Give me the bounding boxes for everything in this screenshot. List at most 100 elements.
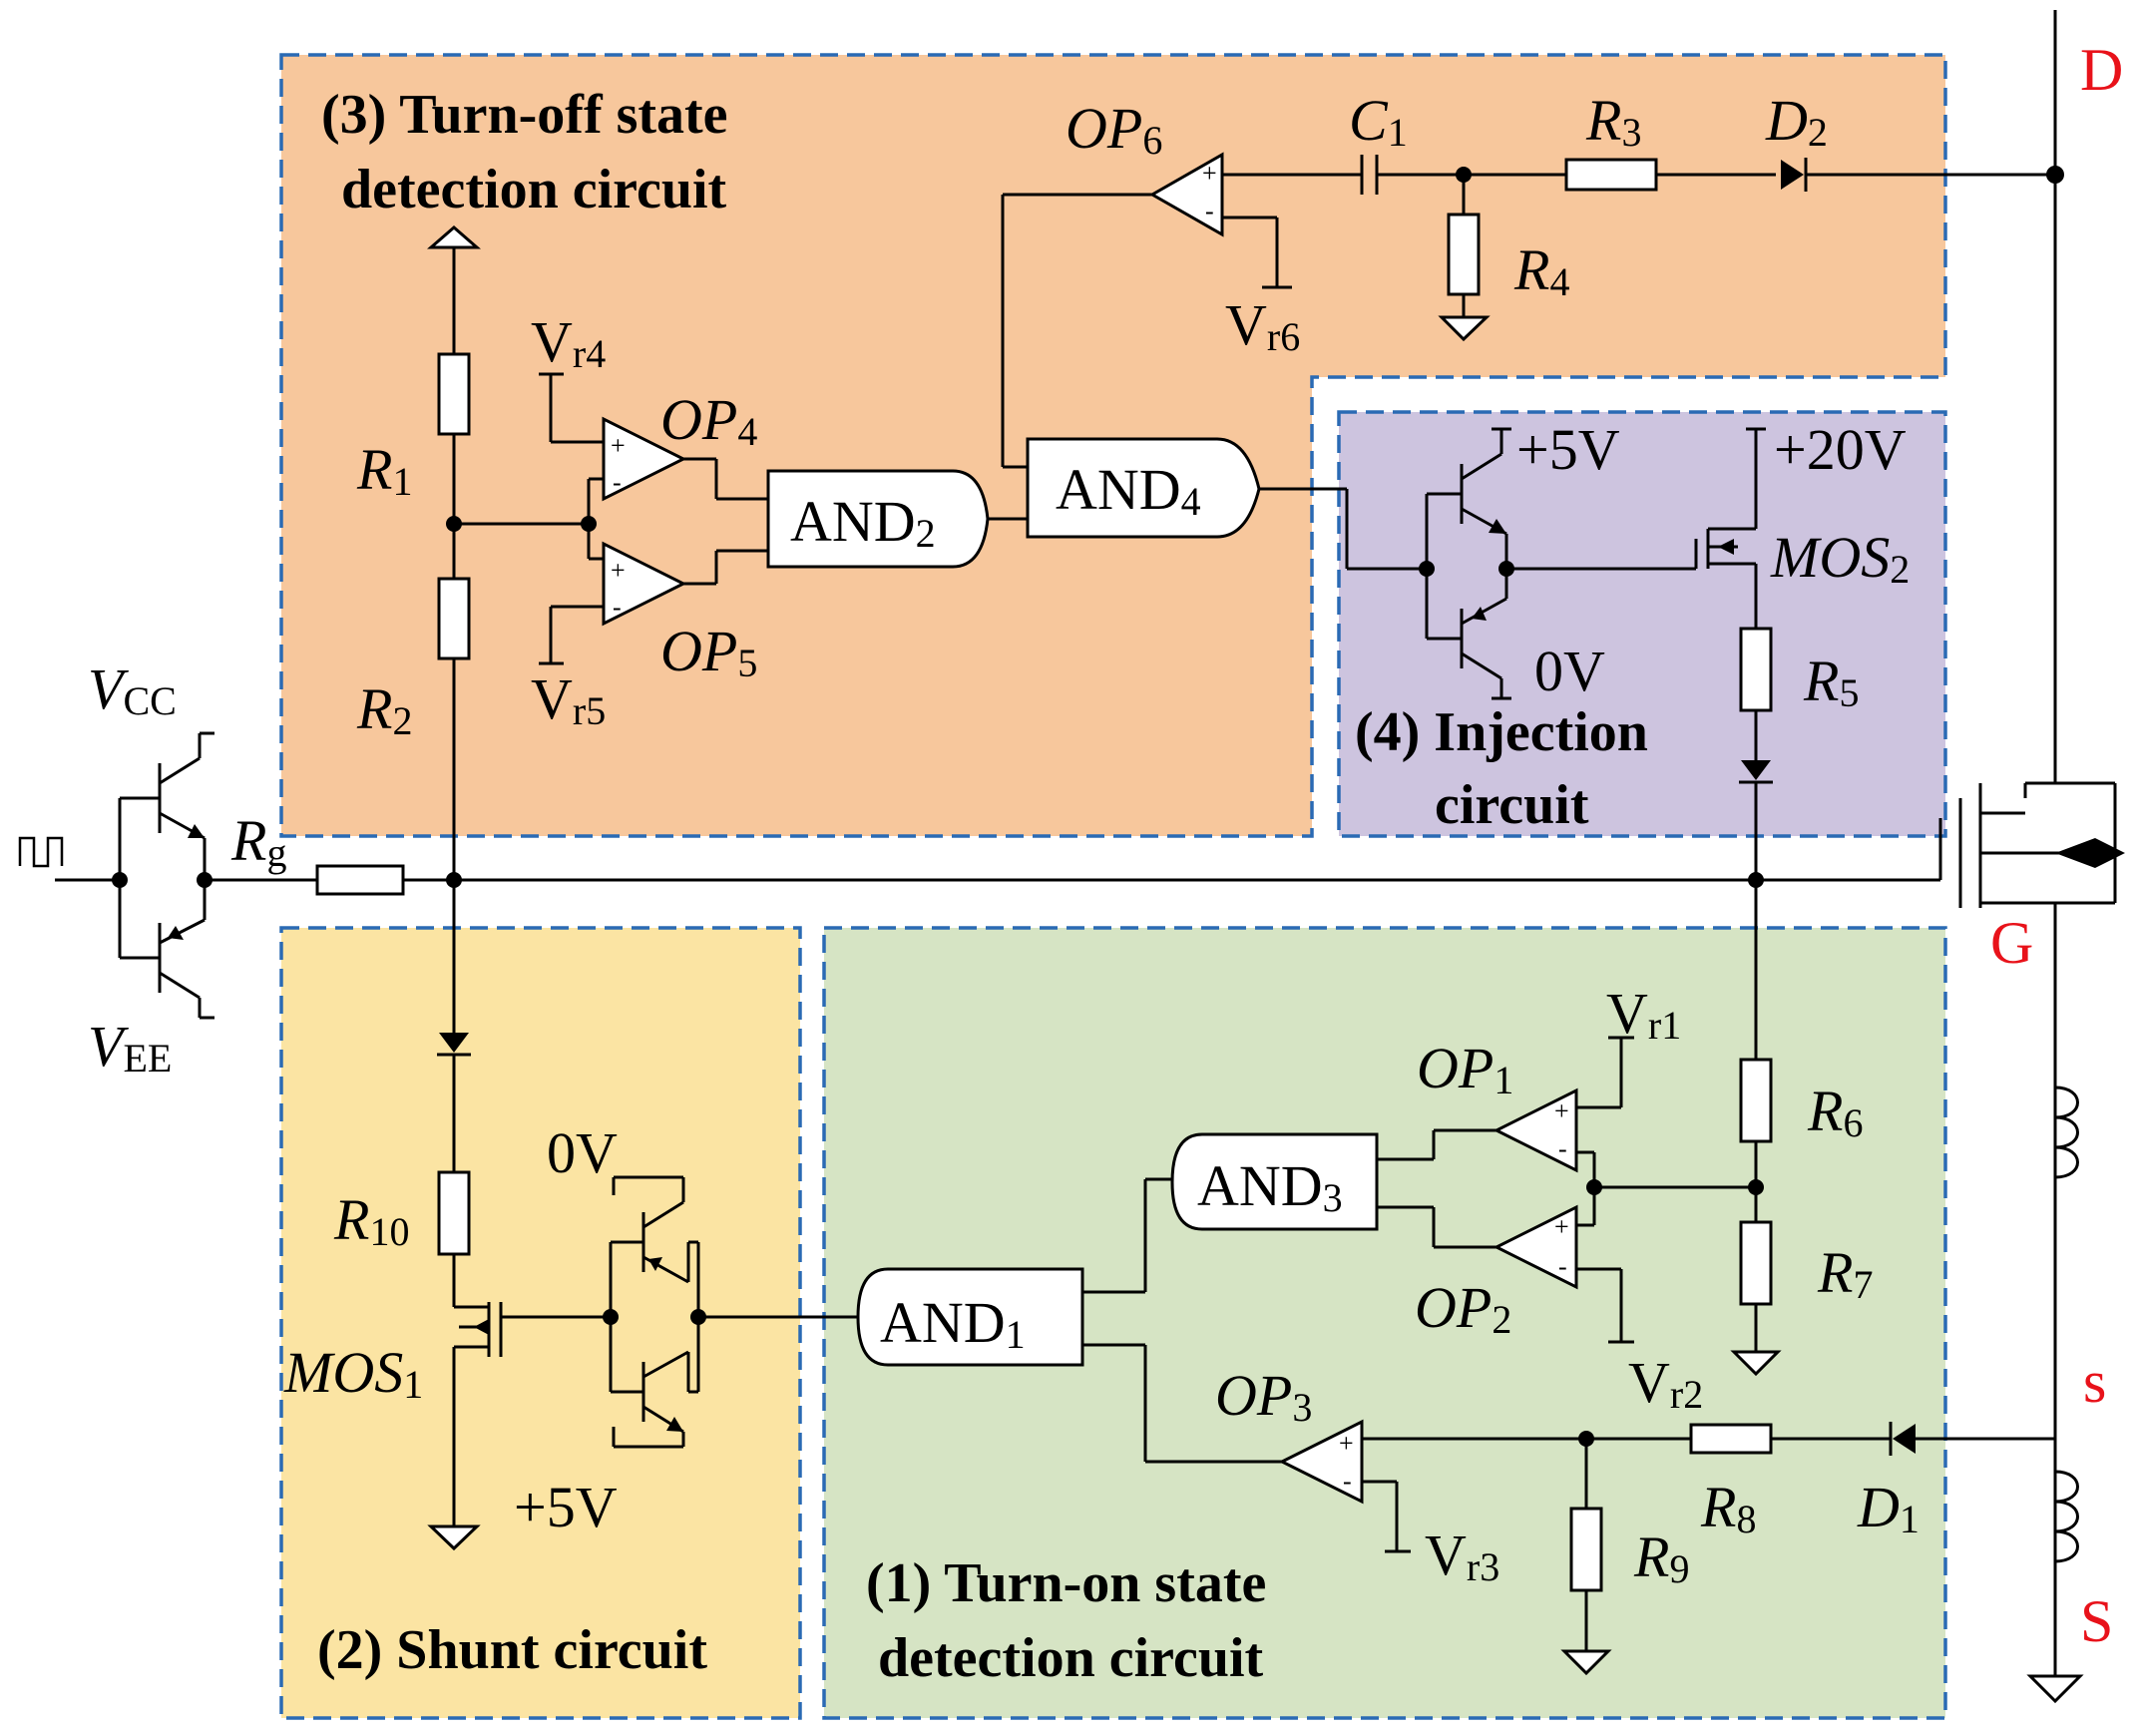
svg-text:-: - bbox=[1343, 1467, 1352, 1496]
svg-text:+: + bbox=[1554, 1212, 1569, 1241]
diode-d2 bbox=[1781, 160, 1804, 190]
plus20v-label: +20V bbox=[1774, 417, 1907, 482]
r7-label: R7 bbox=[1817, 1240, 1873, 1307]
resistor-r4 bbox=[1447, 213, 1481, 296]
r9-label: R9 bbox=[1633, 1524, 1689, 1591]
resistor-r5 bbox=[1739, 627, 1773, 712]
mos1-label: MOS1 bbox=[283, 1340, 423, 1407]
diode-d1 bbox=[1893, 1424, 1916, 1454]
r3-label: R3 bbox=[1585, 88, 1641, 155]
region-backgrounds bbox=[279, 53, 1947, 1720]
resistor-r2 bbox=[437, 577, 471, 660]
and-gate-and4 bbox=[1026, 437, 1261, 539]
shunt-title: (2) Shunt circuit bbox=[317, 1619, 707, 1681]
turn-off-title-line1: (3) Turn-off state bbox=[321, 84, 728, 146]
op4-label: OP4 bbox=[660, 387, 757, 454]
region-titles: (3) Turn-off state detection circuit (4)… bbox=[317, 84, 1648, 1689]
and1-label: AND1 bbox=[880, 1290, 1026, 1357]
r1-label: R1 bbox=[356, 437, 412, 504]
inductor-upper bbox=[2054, 1085, 2079, 1179]
d1-label: D1 bbox=[1857, 1475, 1920, 1541]
resistor-r1 bbox=[437, 352, 471, 436]
plus5v-shunt-label: +5V bbox=[514, 1475, 618, 1539]
resistor-rg bbox=[315, 864, 405, 896]
and3-label: AND3 bbox=[1197, 1153, 1343, 1220]
op1-label: OP1 bbox=[1417, 1036, 1513, 1102]
terminal-g: G bbox=[1990, 910, 2033, 976]
gate-bus: Rg bbox=[205, 808, 1942, 896]
terminal-d: D bbox=[2080, 37, 2123, 103]
and-gate-and1 bbox=[856, 1267, 1084, 1367]
vr3-label: Vr3 bbox=[1425, 1522, 1499, 1589]
turn-on-title-line2: detection circuit bbox=[878, 1627, 1264, 1689]
opamp-op4 bbox=[602, 416, 687, 502]
resistor-r9 bbox=[1569, 1507, 1603, 1592]
vr4-label: Vr4 bbox=[531, 309, 606, 376]
svg-text:+: + bbox=[1202, 159, 1217, 188]
terminal-s-kelvin: s bbox=[2083, 1349, 2106, 1415]
mos2-label: MOS2 bbox=[1770, 525, 1910, 592]
svg-text:+: + bbox=[611, 556, 626, 585]
resistor-r7 bbox=[1739, 1220, 1773, 1306]
turn-off-detection-circuit: R1 R2 + - Vr4 OP4 + - Vr5 OP5 AND2 bbox=[356, 88, 2055, 880]
svg-text:-: - bbox=[1205, 197, 1214, 225]
r10-label: R10 bbox=[333, 1187, 409, 1254]
zero-v-shunt-label: 0V bbox=[547, 1120, 618, 1185]
inductor-lower bbox=[2054, 1470, 2079, 1563]
op2-label: OP2 bbox=[1415, 1275, 1511, 1342]
opamp-op5 bbox=[602, 541, 687, 627]
shunt-region bbox=[279, 926, 802, 1720]
and4-label: AND4 bbox=[1056, 457, 1201, 524]
power-mosfet bbox=[1938, 10, 2125, 1704]
opamp-op1 bbox=[1493, 1087, 1578, 1173]
turn-off-title-line2: detection circuit bbox=[341, 159, 727, 220]
op3-label: OP3 bbox=[1215, 1363, 1312, 1430]
svg-text:+: + bbox=[1339, 1429, 1354, 1458]
vr5-label: Vr5 bbox=[531, 666, 606, 733]
injection-title-line1: (4) Injection bbox=[1355, 701, 1648, 763]
resistor-r3 bbox=[1564, 158, 1658, 192]
op5-label: OP5 bbox=[660, 619, 757, 685]
op6-label: OP6 bbox=[1066, 96, 1162, 163]
svg-text:-: - bbox=[613, 593, 622, 622]
and-gate-and2 bbox=[766, 469, 990, 569]
c1-label: C1 bbox=[1349, 88, 1408, 155]
resistor-r10 bbox=[437, 1170, 471, 1256]
svg-text:+: + bbox=[611, 431, 626, 460]
and-gate-and3 bbox=[1170, 1132, 1379, 1231]
resistor-r8 bbox=[1689, 1423, 1773, 1455]
terminal-s: S bbox=[2080, 1588, 2113, 1654]
r8-label: R8 bbox=[1700, 1475, 1756, 1541]
vee-label: VEE bbox=[88, 1014, 172, 1081]
injection-circuit: +5V 0V +20V MOS2 R5 bbox=[1259, 417, 1910, 880]
svg-text:-: - bbox=[1558, 1252, 1567, 1281]
terminal-labels: D G s S bbox=[1990, 37, 2123, 1654]
vr1-label: Vr1 bbox=[1606, 981, 1681, 1048]
r2-label: R2 bbox=[356, 676, 412, 743]
gate-driver-totem-pole: VCC VEE bbox=[18, 656, 214, 1081]
r4-label: R4 bbox=[1513, 237, 1569, 304]
zero-v-injection-label: 0V bbox=[1534, 639, 1605, 703]
injection-diode bbox=[1741, 760, 1771, 780]
and2-label: AND2 bbox=[790, 489, 936, 556]
opamp-op3 bbox=[1278, 1419, 1364, 1505]
opamp-op6 bbox=[1148, 152, 1224, 237]
r5-label: R5 bbox=[1803, 649, 1859, 715]
rg-label: Rg bbox=[230, 808, 286, 875]
injection-title-line2: circuit bbox=[1435, 774, 1589, 836]
d2-label: D2 bbox=[1765, 88, 1828, 155]
vr6-label: Vr6 bbox=[1225, 292, 1300, 359]
r6-label: R6 bbox=[1807, 1079, 1863, 1145]
turn-on-title-line1: (1) Turn-on state bbox=[866, 1552, 1266, 1614]
injection-region bbox=[1337, 410, 1947, 838]
vr2-label: Vr2 bbox=[1628, 1350, 1703, 1417]
shunt-circuit: R10 MOS1 0V bbox=[283, 880, 858, 1551]
plus5v-injection-label: +5V bbox=[1516, 417, 1620, 482]
svg-text:-: - bbox=[1558, 1134, 1567, 1163]
turn-on-detection-circuit: AND1 AND3 + - Vr1 OP1 + - Vr2 bbox=[856, 880, 2055, 1676]
shunt-diode bbox=[439, 1033, 469, 1053]
svg-text:-: - bbox=[613, 468, 622, 497]
vcc-label: VCC bbox=[88, 656, 177, 723]
svg-text:+: + bbox=[1554, 1096, 1569, 1125]
